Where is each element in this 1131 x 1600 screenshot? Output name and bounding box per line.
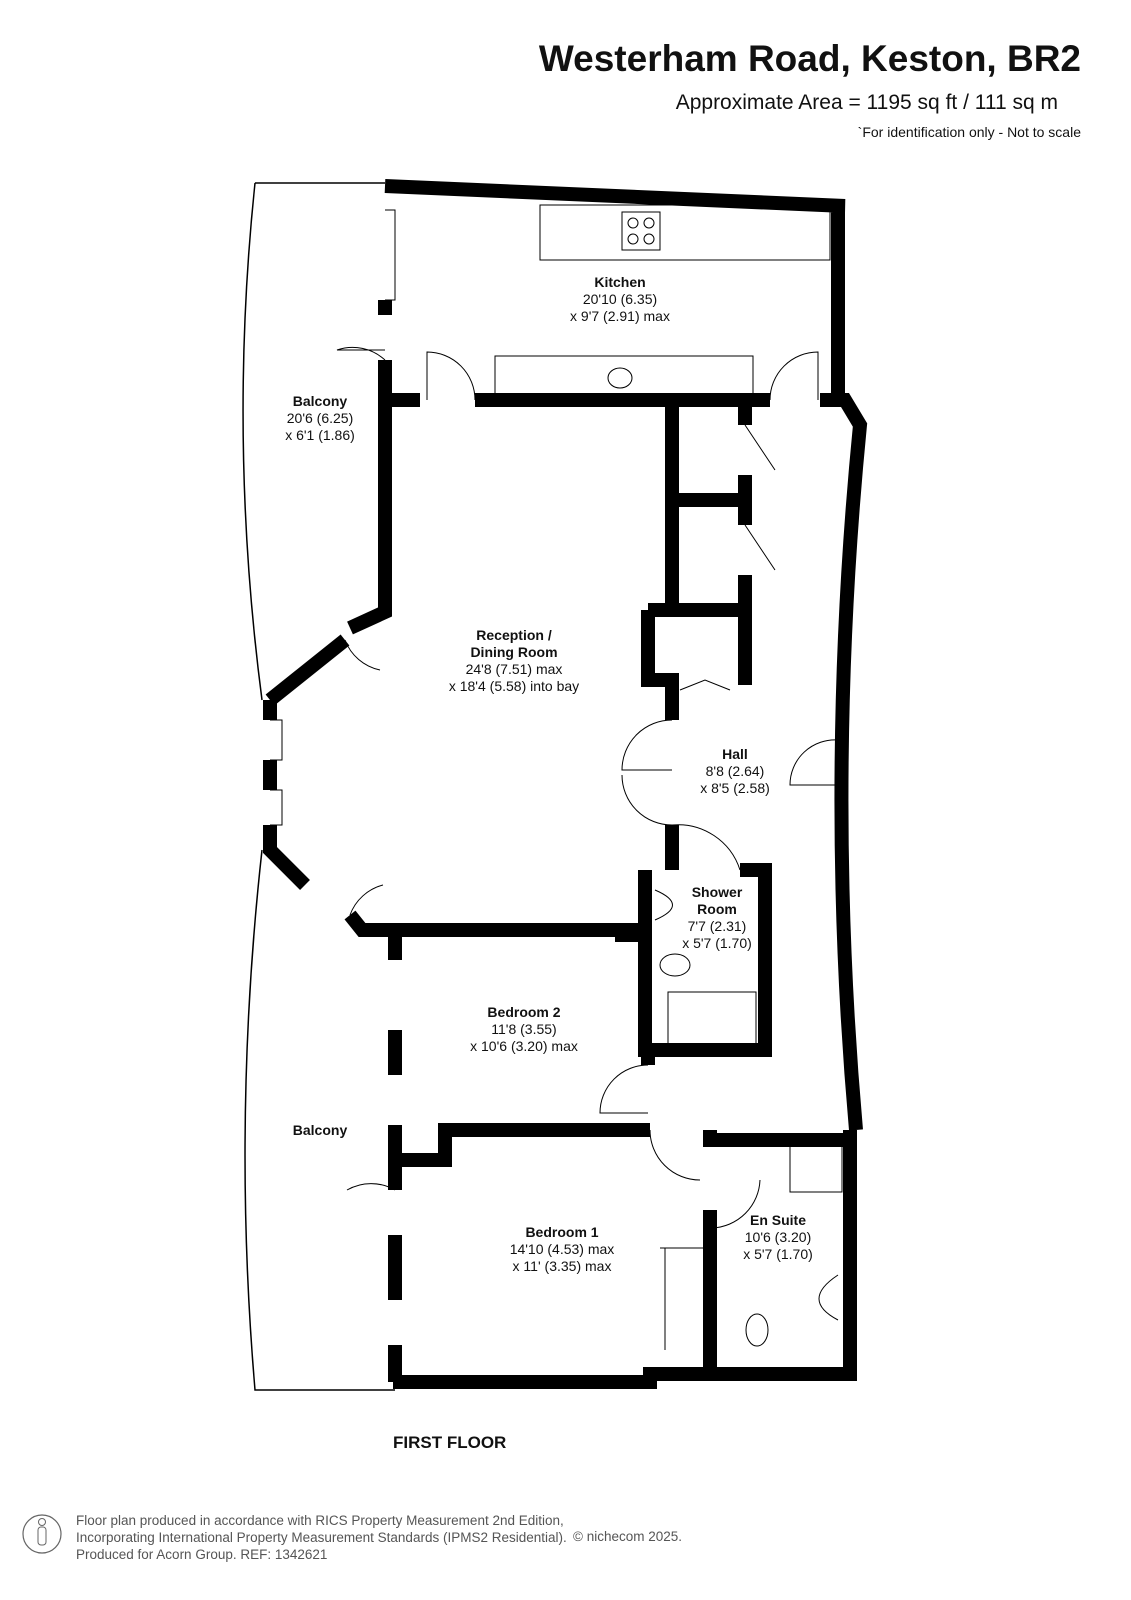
fixtures-and-doors	[270, 204, 843, 1350]
ensuite-toilet-icon	[745, 1313, 769, 1347]
floor-label: FIRST FLOOR	[393, 1433, 507, 1452]
balcony-outlines	[242, 182, 395, 1391]
copyright: © nichecom 2025.	[573, 1529, 683, 1544]
approximate-area: Approximate Area = 1195 sq ft / 111 sq m	[675, 91, 1058, 114]
person-scale-icon	[22, 1514, 62, 1554]
room-balcony-lower: Balcony	[292, 1122, 348, 1138]
scale-note: `For identification only - Not to scale	[857, 124, 1081, 140]
sink-icon	[607, 367, 633, 389]
shower-tray-icon	[667, 991, 757, 1045]
footer-text: Floor plan produced in accordance with R…	[76, 1513, 567, 1562]
hob-icon	[621, 211, 661, 251]
property-title: Westerham Road, Keston, BR2	[538, 38, 1081, 79]
ensuite-shower-icon	[789, 1139, 843, 1193]
toilet-icon	[659, 953, 691, 977]
walls	[263, 179, 868, 1389]
